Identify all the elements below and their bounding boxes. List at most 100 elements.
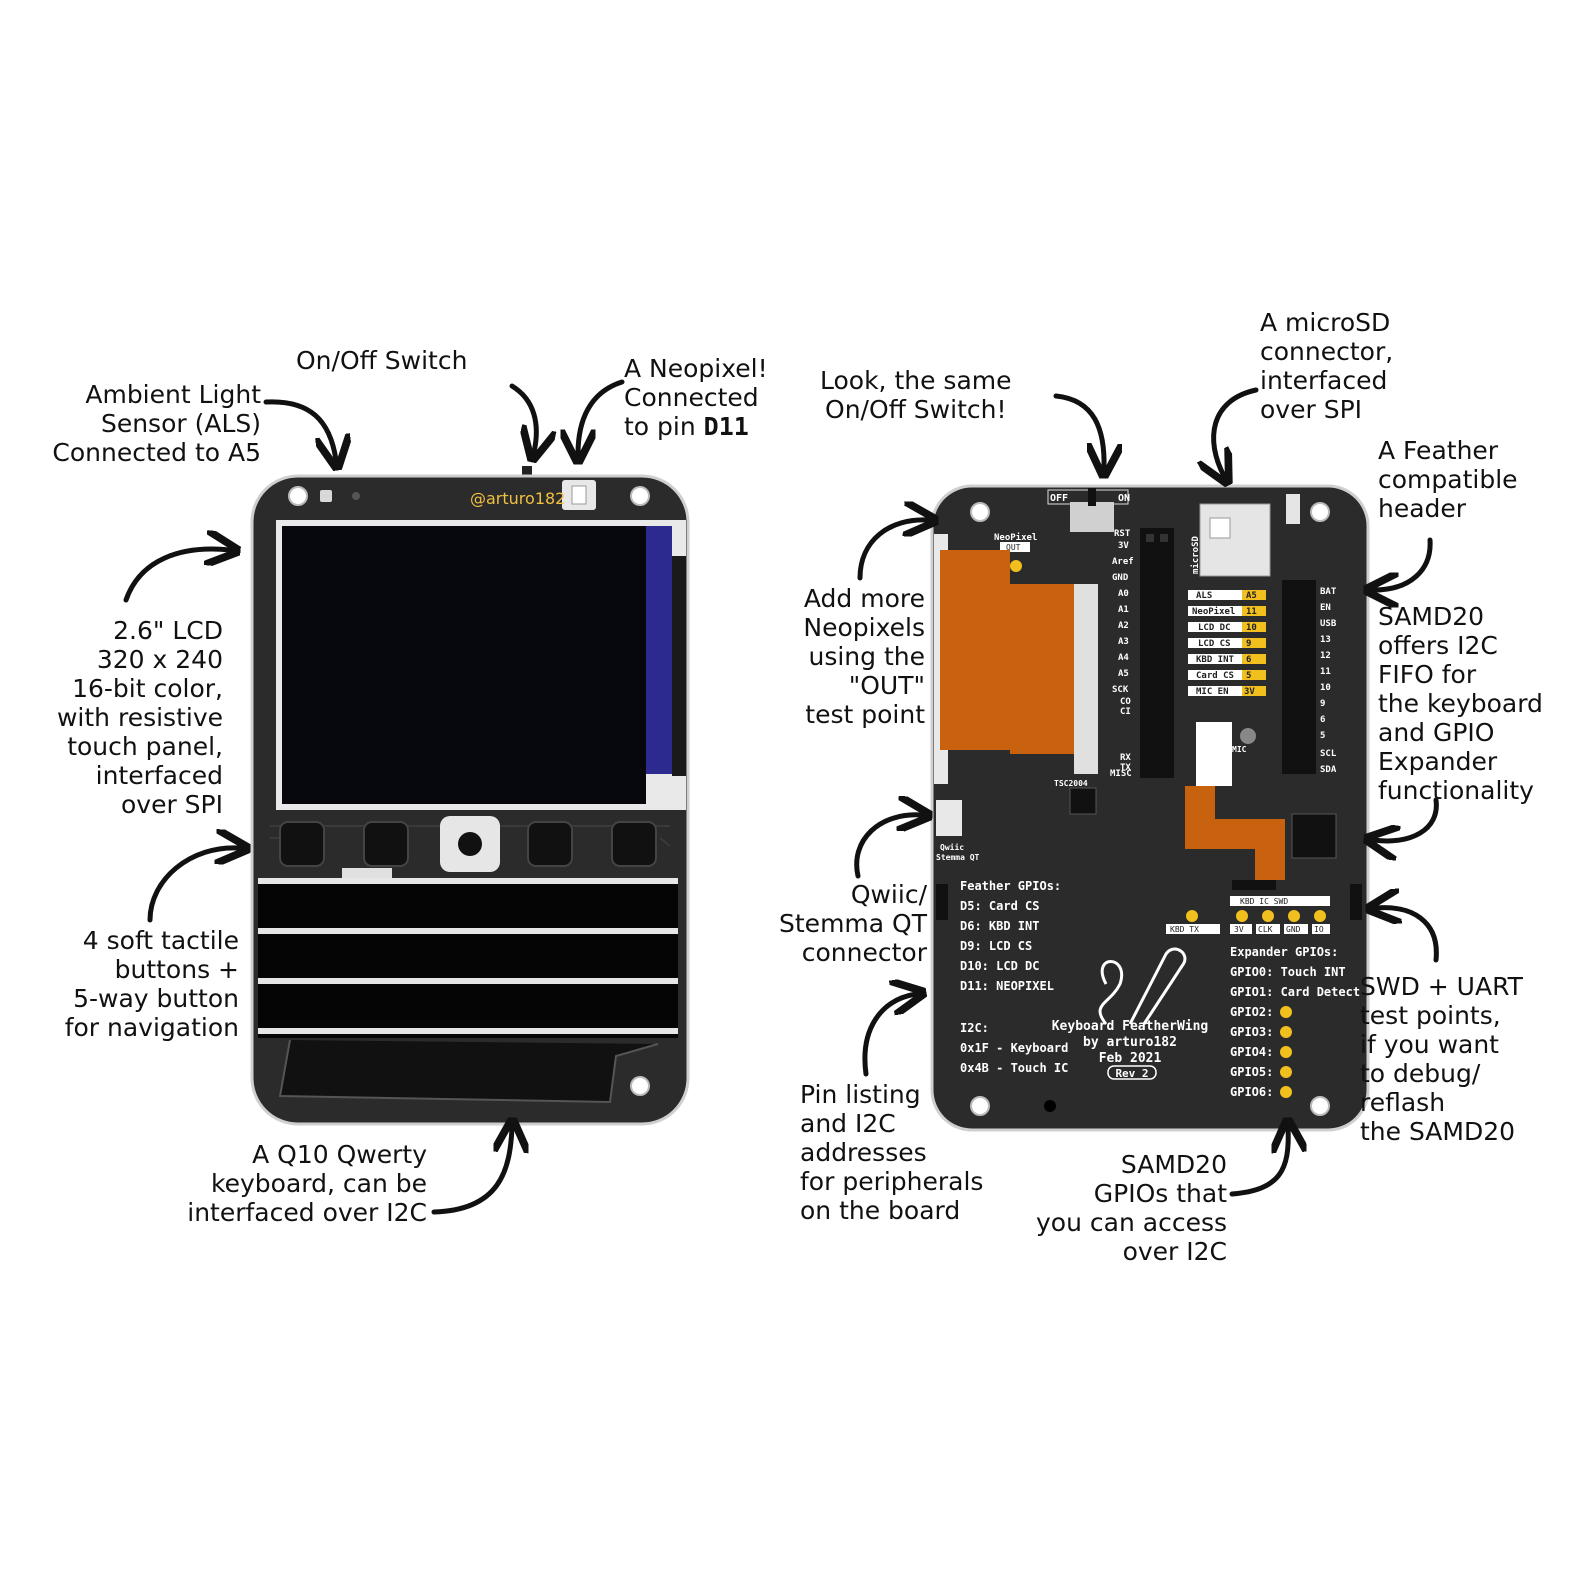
silk-line: 0x1F - Keyboard: [960, 1041, 1068, 1055]
label-onoff-back: Look, the same On/Off Switch!: [820, 366, 1012, 424]
neopixel-line1: A Neopixel!: [624, 354, 768, 383]
board-title: Keyboard FeatherWing by arturo182 Feb 20…: [1052, 1019, 1209, 1066]
left-pin-labels: RST 3V Aref GND A0 A1 A2 A3 A4 A5 SCK CO…: [1110, 529, 1134, 779]
pin-map-name: NeoPixel: [1192, 606, 1235, 617]
five-way-button: [440, 816, 500, 872]
arrow-keyboard: [431, 1128, 512, 1215]
pin-label: 9: [1320, 699, 1325, 709]
silk-line: I2C:: [960, 1021, 989, 1035]
pin-map-name: LCD DC: [1198, 623, 1231, 633]
pin-label: USB: [1320, 619, 1337, 629]
pin-label: A1: [1118, 605, 1129, 615]
silk-line: GPIO1: Card Detect: [1230, 985, 1360, 999]
pin-label: TX: [1120, 763, 1131, 773]
qwiic-connector: [936, 800, 962, 836]
pin-map-pin: A5: [1246, 591, 1257, 601]
soft-buttons: [279, 821, 657, 867]
arrow-header: [1374, 537, 1433, 590]
pin-label: 11: [1320, 667, 1331, 677]
silk-line: GPIO3:: [1230, 1025, 1273, 1039]
label-neopixel: A Neopixel! Connected to pin D11: [624, 354, 768, 441]
arrow-qwiic: [854, 815, 922, 879]
pin-label: A4: [1118, 653, 1129, 663]
pin-label: MISC: [1110, 769, 1132, 779]
label-samd20-gpios: SAMD20 GPIOs that you can access over I2…: [1036, 1150, 1227, 1266]
neopixel-line3: to pin: [624, 412, 704, 441]
pin-map-name: Card CS: [1196, 671, 1234, 681]
silk-line: GPIO5:: [1230, 1065, 1273, 1079]
feather-header: [1140, 528, 1316, 778]
mic-label: MIC: [1232, 745, 1247, 754]
silk-line: D6: KBD INT: [960, 919, 1039, 933]
pin-label: 10: [1320, 683, 1331, 693]
arrow-samd20-gpios: [1229, 1128, 1288, 1197]
pin-map-pin: 6: [1246, 655, 1251, 665]
handle-label: @arturo182: [470, 489, 565, 508]
arrow-microsd: [1214, 387, 1259, 476]
pin-label: 5: [1320, 731, 1325, 741]
switch-on-label: ON: [1118, 493, 1130, 504]
qwiic-label: Qwiic: [940, 842, 964, 852]
pin-label: 12: [1320, 651, 1331, 661]
arrow-neopixel: [578, 379, 625, 454]
pin-label: RX: [1120, 753, 1131, 763]
tsc-chip: [1069, 787, 1097, 815]
silk-line: D9: LCD CS: [960, 939, 1032, 953]
pin-label: SDA: [1320, 765, 1337, 775]
pin-map-name: ALS: [1196, 591, 1212, 601]
rev-label: Rev 2: [1115, 1067, 1148, 1080]
neopixel-out-label: NeoPixel: [994, 532, 1037, 543]
pin-label: SCL: [1320, 749, 1337, 759]
i2c-address-list: I2C: 0x1F - Keyboard 0x4B - Touch IC: [960, 1021, 1068, 1075]
swd-pin-label: CLK: [1258, 925, 1273, 934]
lcd-flex-cable: [940, 550, 1010, 750]
microsd-label: microSD: [1190, 535, 1201, 574]
arrow-neopixels-out: [857, 520, 928, 581]
pin-map-pin: 11: [1246, 607, 1257, 617]
arrow-onoff-front: [509, 383, 536, 452]
pin-label: 13: [1320, 635, 1331, 645]
tsc-label: TSC2004: [1054, 779, 1088, 788]
feather-gpio-list: Feather GPIOs: D5: Card CS D6: KBD INT D…: [960, 879, 1061, 993]
label-neopixels-out: Add more Neopixels using the "OUT" test …: [803, 584, 925, 729]
arrow-swd: [1376, 908, 1439, 963]
pin-map-name: KBD INT: [1196, 655, 1235, 665]
silk-line: Expander GPIOs:: [1230, 945, 1338, 959]
label-als: Ambient Light Sensor (ALS) Connected to …: [52, 380, 261, 467]
samd20-chip: [1291, 813, 1337, 859]
label-microsd: A microSD connector, interfaced over SPI: [1260, 308, 1394, 424]
switch-off-label: OFF: [1050, 493, 1068, 504]
swd-pin-label: IO: [1314, 925, 1324, 934]
label-buttons: 4 soft tactile buttons + 5-way button fo…: [64, 926, 239, 1042]
front-board: @arturo182: [250, 462, 690, 1126]
pin-map-table: ALS A5 NeoPixel 11 LCD DC 10 LCD CS 9 KB…: [1188, 590, 1266, 697]
pin-label: GND: [1112, 573, 1129, 583]
pin-label: RST: [1114, 529, 1131, 539]
pin-map-name: LCD CS: [1198, 639, 1231, 649]
pin-label: A0: [1118, 589, 1129, 599]
label-keyboard: A Q10 Qwerty keyboard, can be interfaced…: [187, 1140, 427, 1227]
pin-label: EN: [1320, 603, 1331, 613]
pin-label: A3: [1118, 637, 1129, 647]
swd-pin-label: 3V: [1234, 925, 1244, 934]
title-line: Feb 2021: [1099, 1051, 1162, 1066]
expander-gpio-points: [1280, 1006, 1292, 1098]
silk-line: Feather GPIOs:: [960, 879, 1061, 893]
silk-line: D10: LCD DC: [960, 959, 1039, 973]
silk-line: D11: NEOPIXEL: [960, 979, 1054, 993]
label-samd20: SAMD20 offers I2C FIFO for the keyboard …: [1378, 602, 1543, 805]
arrow-onoff-back: [1053, 393, 1104, 468]
als-sensor: [320, 490, 332, 502]
title-line: by arturo182: [1083, 1035, 1177, 1050]
out-label: OUT: [1006, 543, 1021, 552]
silk-line: GPIO0: Touch INT: [1230, 965, 1346, 979]
arrow-als: [263, 399, 336, 460]
silk-line: D5: Card CS: [960, 899, 1039, 913]
pin-label: A5: [1118, 669, 1129, 679]
pin-map-pin: 3V: [1244, 687, 1255, 697]
pin-map-name: MIC EN: [1196, 687, 1229, 697]
expander-gpio-list: Expander GPIOs: GPIO0: Touch INT GPIO1: …: [1230, 945, 1360, 1099]
soldering-iron-logo-icon: [1098, 947, 1187, 1025]
title-line: Keyboard FeatherWing: [1052, 1019, 1209, 1034]
lcd-side: [646, 526, 672, 774]
